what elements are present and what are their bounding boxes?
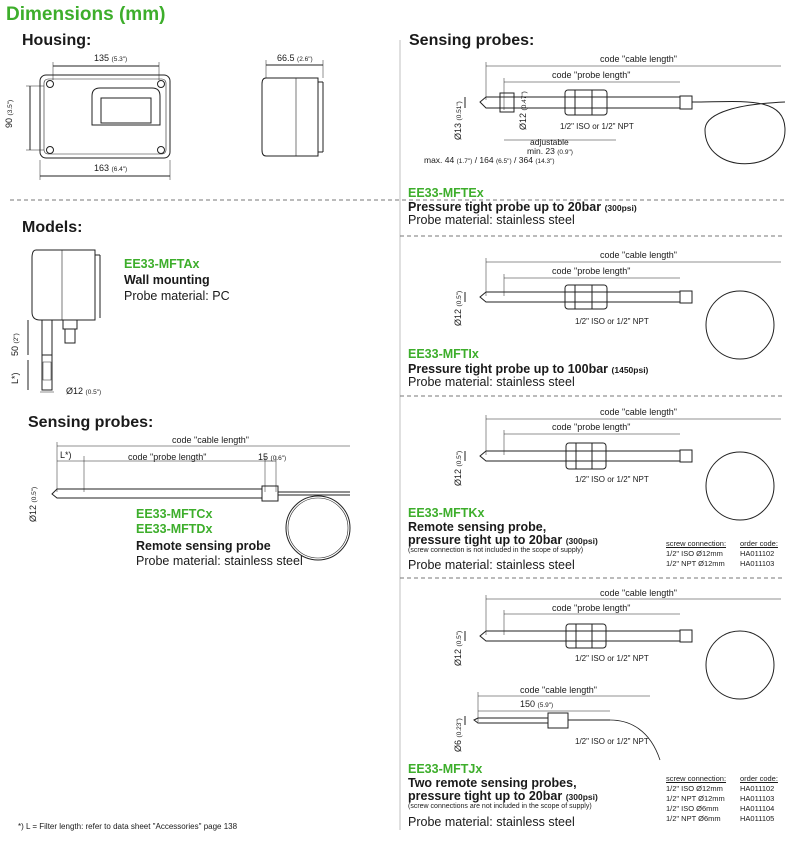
ix-desc: Pressure tight probe up to 100bar (1450p… <box>408 362 649 376</box>
ix-material: Probe material: stainless steel <box>408 375 575 389</box>
jx-dim-d12: Ø12 (0.5") <box>453 630 463 666</box>
model-desc: Wall mounting <box>124 273 210 287</box>
probe-jx-drawing <box>464 595 781 761</box>
model-wall-drawing <box>27 249 101 393</box>
left-cable-length: code "cable length" <box>172 435 249 445</box>
kx-table-h2: order code: <box>740 539 778 548</box>
ex-thread: 1/2" ISO or 1/2" NPT <box>560 122 634 131</box>
ex-name: EE33-MFTEx <box>408 186 484 200</box>
kx-probe-length: code "probe length" <box>552 422 631 432</box>
jx-desc1: Two remote sensing probes, <box>408 776 577 790</box>
right-probes-heading: Sensing probes: <box>409 32 535 49</box>
kx-desc1: Remote sensing probe, <box>408 520 547 534</box>
kx-material: Probe material: stainless steel <box>408 558 575 572</box>
jx-thread-2: 1/2" ISO or 1/2" NPT <box>575 737 649 746</box>
housing-heading: Housing: <box>22 32 92 49</box>
kx-desc2: pressure tight up to 20bar (300psi) <box>408 533 598 547</box>
jx-name: EE33-MFTJx <box>408 762 483 776</box>
jx-cable-length: code "cable length" <box>600 588 677 598</box>
ex-probe-length: code "probe length" <box>552 70 631 80</box>
left-l-label: L*) <box>60 450 72 460</box>
ex-max: max. 44 (1.7") / 164 (6.5") / 364 (14.3"… <box>424 155 555 165</box>
jx-material: Probe material: stainless steel <box>408 815 575 829</box>
probe-kx-drawing <box>464 415 781 521</box>
jx-table-h2: order code: <box>740 774 778 783</box>
ix-name: EE33-MFTIx <box>408 347 479 361</box>
model-material: Probe material: PC <box>124 289 230 303</box>
ex-cable-length: code "cable length" <box>600 54 677 64</box>
ex-material: Probe material: stainless steel <box>408 213 575 227</box>
ix-cable-length: code "cable length" <box>600 250 677 260</box>
page-title: Dimensions (mm) <box>6 4 166 25</box>
probe-ix-drawing <box>464 258 781 360</box>
left-desc: Remote sensing probe <box>136 539 271 553</box>
left-probes-heading: Sensing probes: <box>28 414 154 431</box>
kx-order-table: screw connection: order code: 1/2" ISO Ø1… <box>666 539 778 569</box>
kx-dim-d12: Ø12 (0.5") <box>453 450 463 486</box>
ix-probe-length: code "probe length" <box>552 266 631 276</box>
kx-name: EE33-MFTKx <box>408 506 485 520</box>
ex-dim-d13: Ø13 (0.51") <box>453 101 463 140</box>
jx-dim-d6: Ø6 (0.23") <box>453 718 463 752</box>
dim-depth: 66.5 (2.6") <box>277 53 313 63</box>
jx-cable-length-2: code "cable length" <box>520 685 597 695</box>
probe-ex-drawing <box>464 62 786 165</box>
kx-note: (screw connection is not included in the… <box>408 547 584 554</box>
kx-table-h1: screw connection: <box>666 539 727 548</box>
left-dim-15: 15 (0.6") <box>258 452 287 462</box>
left-material: Probe material: stainless steel <box>136 554 303 568</box>
jx-table-h1: screw connection: <box>666 774 727 783</box>
jx-desc2: pressure tight up to 20bar (300psi) <box>408 789 598 803</box>
kx-thread: 1/2" ISO or 1/2" NPT <box>575 475 649 484</box>
ex-adjustable: adjustable <box>530 137 569 147</box>
housing-side-drawing <box>261 60 324 157</box>
left-dim-d12: Ø12 (0.5") <box>28 486 38 522</box>
ex-dim-d12: Ø12 (0.47") <box>518 91 528 130</box>
model-name: EE33-MFTAx <box>124 257 200 271</box>
dim-50: 50 (2") <box>10 333 20 356</box>
dim-total: 163 (6.4") <box>94 163 128 173</box>
ix-thread: 1/2" ISO or 1/2" NPT <box>575 317 649 326</box>
footnote: *) L = Filter length: refer to data shee… <box>18 822 238 831</box>
ix-dim-d12: Ø12 (0.5") <box>453 290 463 326</box>
dim-l: L*) <box>10 372 20 384</box>
left-model-2: EE33-MFTDx <box>136 522 213 536</box>
jx-dim-150: 150 (5.9") <box>520 699 554 709</box>
housing-front-drawing <box>26 62 171 180</box>
jx-thread: 1/2" ISO or 1/2" NPT <box>575 654 649 663</box>
dim-width: 135 (5.3") <box>94 53 128 63</box>
jx-note: (screw connections are not included in t… <box>408 803 592 810</box>
kx-cable-length: code "cable length" <box>600 407 677 417</box>
left-probe-length: code "probe length" <box>128 452 207 462</box>
ex-desc: Pressure tight probe up to 20bar (300psi… <box>408 200 637 214</box>
dim-height: 90 (3.5") <box>4 99 14 128</box>
jx-probe-length: code "probe length" <box>552 603 631 613</box>
models-heading: Models: <box>22 219 83 236</box>
jx-order-table: screw connection: order code: 1/2" ISO Ø1… <box>666 774 778 824</box>
dim-d12-model: Ø12 (0.5") <box>66 386 102 396</box>
left-probe-drawing <box>51 442 351 561</box>
left-model-1: EE33-MFTCx <box>136 507 213 521</box>
ex-min: min. 23 (0.9") <box>527 146 573 156</box>
